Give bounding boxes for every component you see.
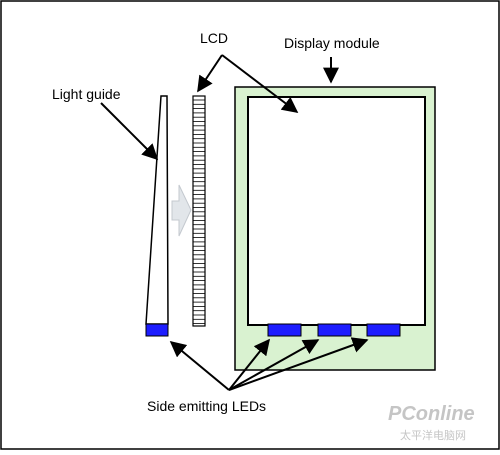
lcd-panel bbox=[192, 95, 206, 327]
watermark-brand: PConline bbox=[388, 403, 475, 425]
led-pointer-3 bbox=[228, 339, 320, 391]
module-led-3 bbox=[366, 323, 401, 337]
led-pointer-4 bbox=[228, 337, 369, 391]
module-led-1 bbox=[267, 323, 302, 337]
light-guide-label: Light guide bbox=[52, 86, 121, 102]
light-guide-led bbox=[145, 323, 169, 337]
led-pointer-2 bbox=[228, 338, 270, 391]
lcd-pointer-right bbox=[221, 54, 299, 113]
side-leds-label: Side emitting LEDs bbox=[147, 398, 267, 414]
display-module-label: Display module bbox=[284, 35, 380, 51]
lcd-pointer-left bbox=[197, 54, 223, 93]
lcd-label: LCD bbox=[200, 30, 229, 46]
lcd-strip bbox=[192, 95, 206, 327]
module-led-2 bbox=[317, 323, 352, 337]
right-arrow-icon bbox=[171, 184, 192, 237]
light-guide-wedge bbox=[145, 95, 169, 325]
watermark-subtitle: 太平洋电脑网 bbox=[400, 430, 466, 442]
light-guide-pointer bbox=[100, 102, 159, 161]
lcd-segments bbox=[193, 99, 205, 325]
display-screen bbox=[247, 96, 426, 326]
led-pointer-1 bbox=[169, 340, 230, 391]
